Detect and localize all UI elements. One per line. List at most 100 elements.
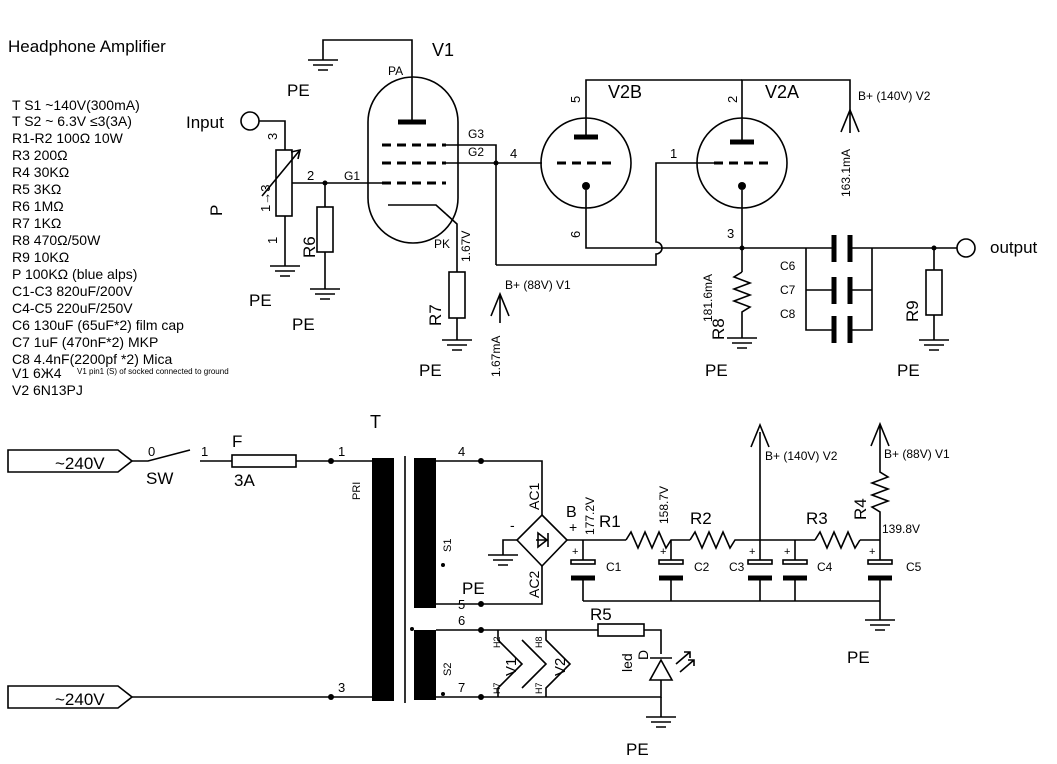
v1-plate-lead — [322, 39, 413, 122]
sw-label: SW — [146, 469, 173, 488]
pot-pin-2: 2 — [307, 168, 314, 183]
s2-label: S2 — [442, 663, 454, 676]
pin-4-label: 4 — [510, 146, 517, 161]
parts-list-item: V1 6Ж4 — [12, 365, 62, 381]
tube-v1-envelope — [367, 76, 459, 244]
input-label: Input — [186, 113, 224, 132]
c3-label: C3 — [729, 560, 745, 574]
s2-phase-dot — [441, 692, 445, 696]
pk-voltage: 1.67V — [459, 231, 473, 262]
diagram-title: Headphone Amplifier — [8, 37, 166, 56]
led-d-label: D — [635, 650, 651, 660]
resistor-r6 — [316, 206, 334, 253]
mains-1-label: ~240V — [55, 454, 105, 473]
pin-g3-label: G3 — [468, 127, 484, 141]
potentiometer-p — [275, 149, 293, 217]
s1-wire-5 — [436, 566, 543, 605]
input-wire — [259, 120, 286, 150]
r1-voltage: 158.7V — [657, 486, 671, 524]
parts-list-item: R1-R2 100Ω 10W — [12, 130, 124, 146]
bplus-v2-psu-arrow — [750, 422, 770, 448]
resistor-r1 — [625, 530, 676, 550]
pin-g1-label: G1 — [344, 169, 360, 183]
transformer-s2-winding — [414, 630, 436, 700]
r1-label: R1 — [599, 512, 621, 531]
ground-label-pe: PE — [292, 315, 315, 334]
r8-current: 181.6mA — [701, 274, 715, 322]
fuse-f — [231, 454, 297, 468]
r5-label: R5 — [590, 605, 612, 624]
ground-symbol — [270, 265, 300, 277]
s2-wire-7 — [436, 680, 662, 698]
mains-2-label: ~240V — [55, 690, 105, 709]
junction-dot — [478, 694, 484, 700]
parts-list-item: C7 1uF (470nF*2) MKP — [12, 334, 158, 350]
junction-dot — [328, 458, 334, 464]
resistor-r9 — [925, 269, 943, 316]
r4-label: R4 — [851, 498, 870, 520]
heater-pin-h7b: H7 — [534, 682, 544, 694]
v2b-cathode — [582, 182, 590, 190]
junction-dot — [328, 694, 334, 700]
pin-1-label: 1 — [670, 146, 677, 161]
parts-list-item: T S2 ~ 6.3V ≤3(3A) — [12, 113, 132, 129]
s-pin-5: 5 — [458, 597, 465, 612]
v1-cathode — [388, 204, 447, 215]
led-label: led — [619, 653, 635, 672]
parts-list-item: R9 10KΩ — [12, 249, 69, 265]
parts-list-item: C6 130uF (65uF*2) film cap — [12, 317, 184, 333]
parts-list-item: R4 30KΩ — [12, 164, 69, 180]
v2b-cathode-lead — [585, 190, 656, 249]
bridge-b-label: B — [566, 504, 577, 521]
c5-cap-plus: + — [869, 546, 875, 558]
capacitor-c7 — [831, 277, 853, 304]
coupling-cap-bus-left — [805, 248, 832, 331]
r6-label: R6 — [300, 236, 319, 258]
led-d — [648, 657, 674, 681]
s1-wire-4 — [436, 460, 543, 515]
ground-label-pe: PE — [287, 81, 310, 100]
resistor-r8 — [731, 271, 753, 338]
s-pin-6: 6 — [458, 613, 465, 628]
c8-label: C8 — [780, 307, 796, 321]
r8-label: R8 — [709, 318, 728, 340]
junction-dot — [478, 458, 484, 464]
junction-dot — [478, 601, 484, 607]
mains-plug-2 — [7, 685, 134, 709]
junction-dot — [478, 627, 484, 633]
parts-list-item: V2 6N13PJ — [12, 382, 83, 398]
capacitor-c8 — [831, 316, 853, 343]
bplus-v2-label: B+ (140V) V2 — [858, 89, 931, 103]
parts-list-item: R8 470Ω/50W — [12, 232, 101, 248]
capacitor-c6 — [831, 235, 853, 262]
pin-pa-label: PA — [388, 64, 403, 78]
r9-label: R9 — [903, 300, 922, 322]
bplus-v1-arrow — [490, 291, 510, 323]
bplus-v2-psu-label: B+ (140V) V2 — [765, 449, 838, 463]
c1-cap-plus: + — [572, 546, 578, 558]
ground-symbol — [865, 619, 895, 631]
output-jack — [956, 238, 976, 258]
heater-pin-h8: H8 — [534, 636, 544, 648]
heater-pin-h7a: H7 — [492, 682, 502, 694]
pin-g2-label: G2 — [468, 145, 484, 159]
pri-pin-1: 1 — [338, 444, 345, 459]
ground-symbol — [727, 337, 757, 349]
pot-wiper-label: 1→3 — [258, 185, 273, 212]
heater-v1 — [497, 630, 524, 697]
r4-voltage: 139.8V — [882, 522, 920, 536]
pin-5-label: 5 — [568, 96, 583, 103]
resistor-r2 — [689, 530, 740, 550]
c5-label: C5 — [906, 560, 922, 574]
bridge-rectifier — [515, 513, 569, 568]
c1-label: C1 — [606, 560, 622, 574]
parts-list-item: R5 3KΩ — [12, 181, 61, 197]
heater-v1-label: V1 — [503, 658, 520, 676]
fuse-rating: 3A — [234, 471, 255, 490]
s2-wire-6 — [436, 629, 662, 654]
bplus-v1-psu-arrow — [870, 421, 890, 450]
heater-ground-label: PE — [626, 740, 649, 759]
led-light-arrows — [675, 651, 695, 673]
